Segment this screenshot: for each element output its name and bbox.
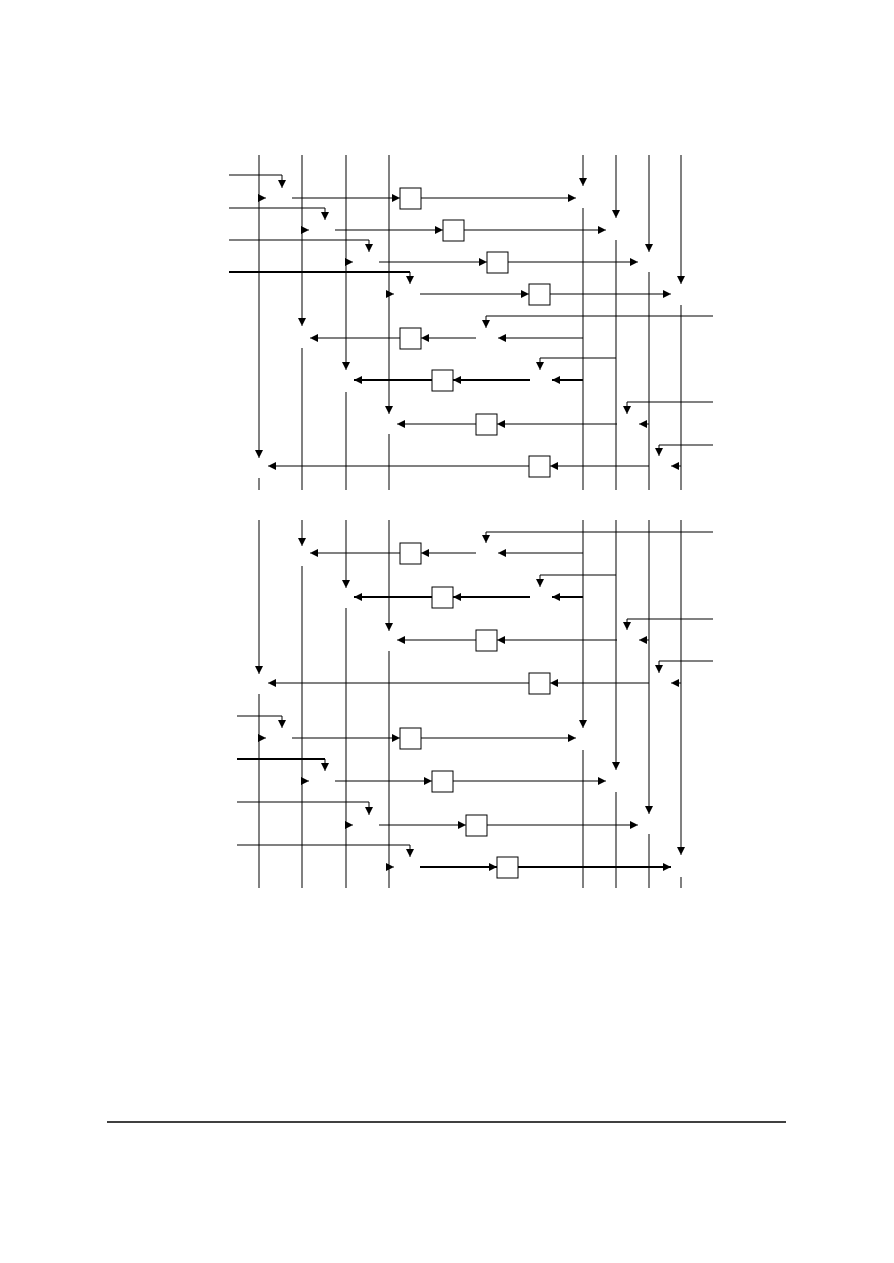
- block-box: [465, 814, 488, 837]
- block-box: [496, 856, 519, 879]
- block-box: [399, 727, 422, 750]
- block-box: [399, 542, 422, 565]
- block-box: [475, 629, 498, 652]
- block-box: [528, 283, 551, 306]
- block-box: [399, 187, 422, 210]
- block-box: [431, 369, 454, 392]
- block-box: [431, 586, 454, 609]
- block-box: [442, 219, 465, 242]
- diagram-panel-top: [229, 155, 713, 490]
- block-box: [399, 327, 422, 350]
- block-box: [528, 455, 551, 478]
- block-box: [475, 413, 498, 436]
- block-box: [528, 672, 551, 695]
- block-box: [431, 770, 454, 793]
- diagram-panel-bottom: [237, 520, 713, 888]
- block-box: [486, 251, 509, 274]
